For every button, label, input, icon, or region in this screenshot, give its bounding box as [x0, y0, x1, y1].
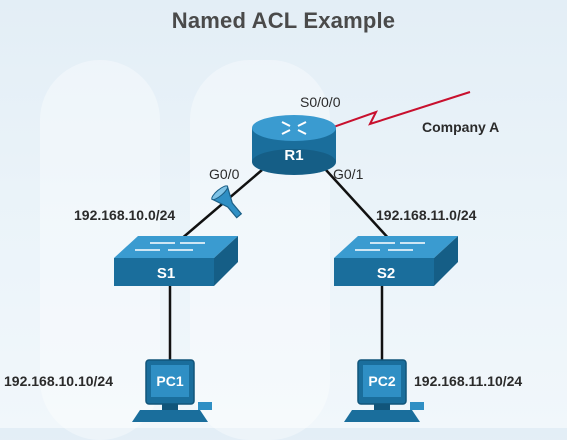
switch-icon-s2	[334, 236, 458, 286]
wan-serial-link	[324, 91, 471, 131]
company-label: Company A	[422, 119, 500, 135]
host-ip-pc2: 192.168.11.10/24	[414, 373, 523, 389]
port-label-g01: G0/1	[333, 166, 364, 182]
page-title: Named ACL Example	[171, 8, 396, 33]
pc-icon-pc2	[344, 359, 424, 422]
router-label: R1	[284, 147, 303, 164]
switch-label-s1: S1	[157, 265, 175, 282]
pc-label-pc2: PC2	[368, 373, 395, 389]
port-label-wan: S0/0/0	[300, 94, 341, 110]
link-r1-s1	[179, 169, 263, 241]
port-label-g00: G0/0	[209, 166, 240, 182]
network-label-right: 192.168.11.0/24	[376, 207, 477, 223]
switch-label-s2: S2	[377, 265, 395, 282]
switch-icon-s1	[114, 236, 238, 286]
host-ip-pc1: 192.168.10.10/24	[4, 373, 113, 389]
acl-filter-icon	[210, 185, 243, 219]
pc-label-pc1: PC1	[156, 373, 183, 389]
pc-icon-pc1	[132, 359, 212, 422]
link-r1-s2	[325, 169, 391, 241]
network-label-left: 192.168.10.0/24	[74, 207, 176, 223]
router-icon	[252, 115, 336, 175]
network-diagram: R1 S1 S2 PC1 PC2	[114, 91, 471, 422]
